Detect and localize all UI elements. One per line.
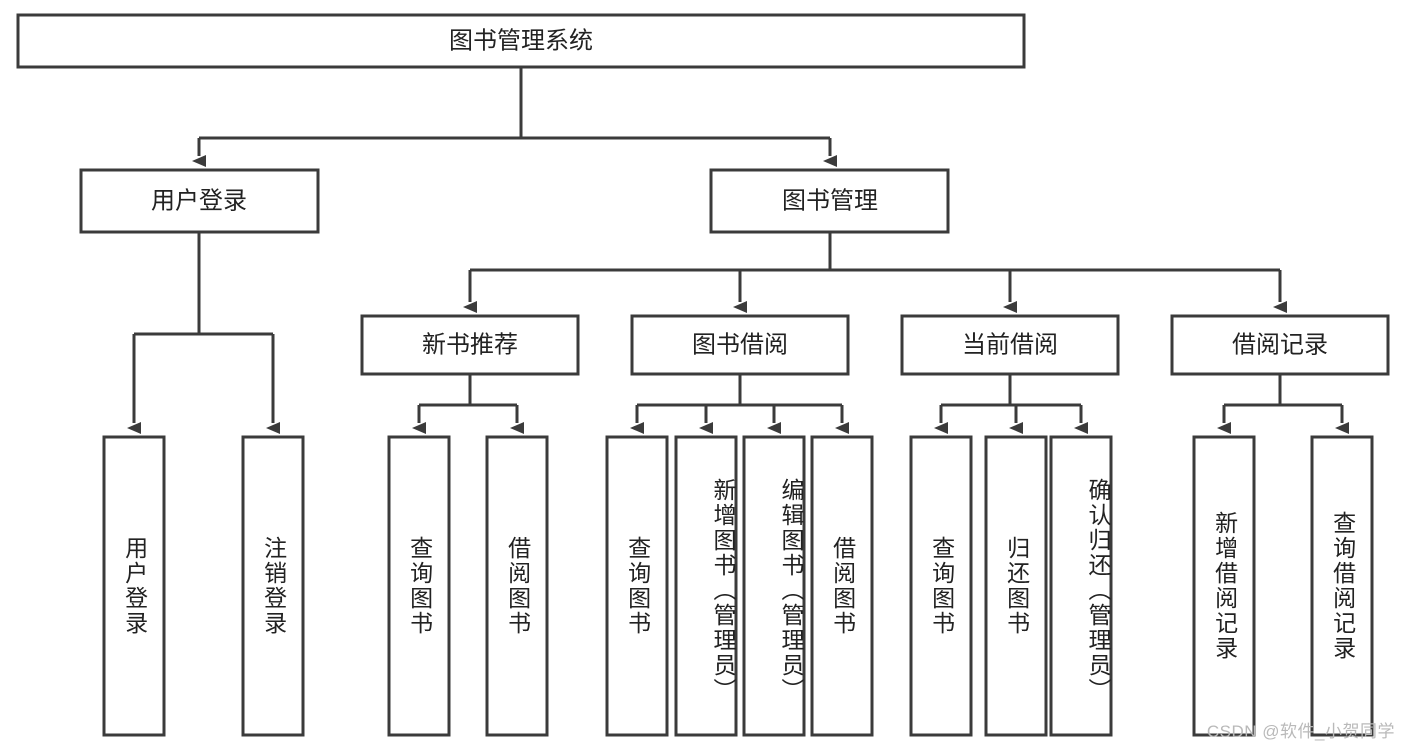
- node-book-borrow-label: 图书借阅: [692, 331, 788, 358]
- node-user-login[interactable]: 用户登录: [79, 168, 320, 234]
- node-book-borrow-box[interactable]: [630, 314, 850, 376]
- leaf-edit-book-box[interactable]: [742, 435, 806, 737]
- leaf-query-borrow-record-box[interactable]: [1310, 435, 1374, 737]
- node-current-borrow-label: 当前借阅: [962, 331, 1058, 358]
- node-new-book-recommend[interactable]: 新书推荐: [360, 314, 580, 376]
- node-root[interactable]: 图书管理系统: [16, 13, 1026, 69]
- node-borrow-record[interactable]: 借阅记录: [1170, 314, 1390, 376]
- node-book-borrow[interactable]: 图书借阅: [630, 314, 850, 376]
- node-book-manage[interactable]: 图书管理: [709, 168, 950, 234]
- node-current-borrow-box[interactable]: [900, 314, 1120, 376]
- leaf-user-login-box[interactable]: [102, 435, 166, 737]
- node-borrow-record-label: 借阅记录: [1232, 331, 1328, 358]
- leaf-return-book-box[interactable]: [984, 435, 1048, 737]
- node-new-book-recommend-box[interactable]: [360, 314, 580, 376]
- leaf-query-book-1-box[interactable]: [387, 435, 451, 737]
- leaf-borrow-book-1-box[interactable]: [485, 435, 549, 737]
- leaf-borrow-book-2-box[interactable]: [810, 435, 874, 737]
- node-user-login-label: 用户登录: [151, 187, 247, 214]
- node-book-manage-label: 图书管理: [782, 187, 878, 214]
- connectors-layer: [127, 67, 1349, 434]
- node-root-label: 图书管理系统: [449, 27, 593, 54]
- boxes-layer: 图书管理系统 用户登录 图书管理 新书推荐 图书借阅: [16, 13, 1390, 737]
- leaf-query-book-3-box[interactable]: [909, 435, 973, 737]
- node-borrow-record-box[interactable]: [1170, 314, 1390, 376]
- node-new-book-recommend-label: 新书推荐: [422, 331, 518, 358]
- node-root-box[interactable]: [16, 13, 1026, 69]
- leaf-confirm-return-box[interactable]: [1049, 435, 1113, 737]
- leaf-add-book-box[interactable]: [674, 435, 738, 737]
- leaf-logout-login-box[interactable]: [241, 435, 305, 737]
- watermark-text: CSDN @软件_小贺同学: [1206, 722, 1395, 741]
- leaf-query-book-2-box[interactable]: [605, 435, 669, 737]
- node-book-manage-box[interactable]: [709, 168, 950, 234]
- leaf-add-borrow-record-box[interactable]: [1192, 435, 1256, 737]
- node-user-login-box[interactable]: [79, 168, 320, 234]
- node-current-borrow[interactable]: 当前借阅: [900, 314, 1120, 376]
